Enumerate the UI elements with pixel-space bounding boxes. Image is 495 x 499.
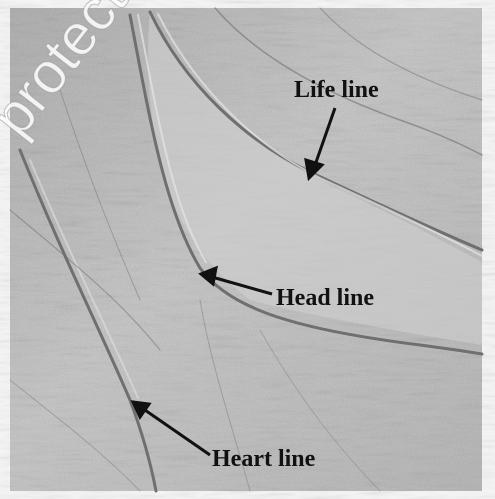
life-line-label: Life line (294, 78, 379, 102)
head-line-label: Head line (276, 286, 374, 310)
heart-line-label: Heart line (212, 447, 315, 471)
